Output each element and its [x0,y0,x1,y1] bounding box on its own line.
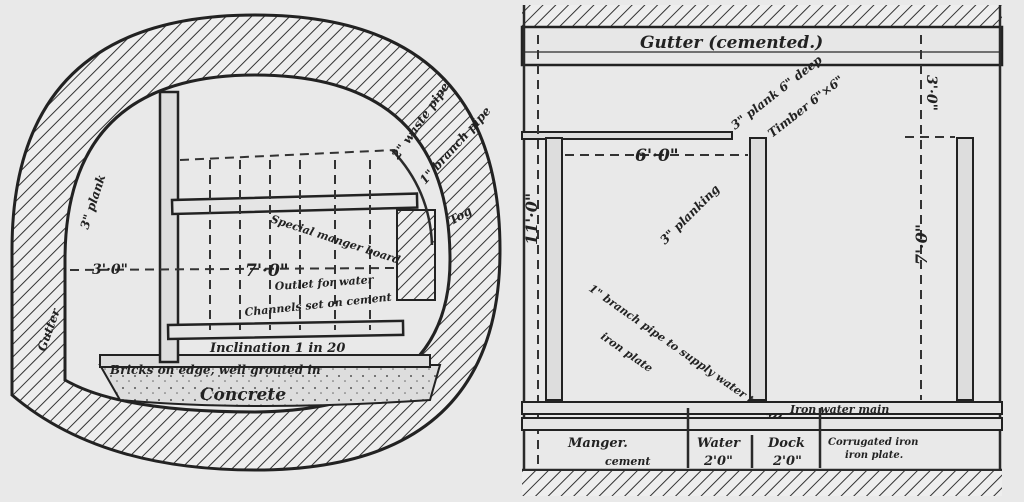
plank-beam [521,131,733,140]
dashed-grid [69,149,396,330]
plank-label: 3" plank [78,173,109,231]
post-right [956,137,974,401]
upper-rail [170,192,419,216]
arch-masonry [10,13,502,472]
bricks-label: Bricks on edge, well grouted in [109,363,321,377]
concrete-label: Concrete [200,385,286,405]
top-wall-hatch [522,5,1002,27]
cross-section: 2" waste pipe 1" branch pipe Tog 3" plan… [10,13,502,472]
left-dim-label: 11'·0" [522,193,541,245]
corrugated-plate-label: iron plate. [845,450,903,461]
plan-view: Gutter (cemented.) 6'·0" 3'·0" 11'·0" 7'… [520,5,1004,496]
water-main [521,401,1003,431]
lower-rail [166,319,405,341]
post-left [545,137,563,401]
post-middle [749,137,767,401]
water-dim-label: 2'0" [703,454,733,469]
top-dim-label: 3'·0" [923,75,939,111]
manger-label: Manger. [567,436,628,451]
partition-post [158,90,180,364]
concrete-floor [98,364,442,407]
cement-label: cement [605,455,650,468]
dock-dim-label: 2'0" [772,454,802,469]
stall-width-label: 6'·0" [635,146,679,166]
branch-pipe [391,149,434,246]
bottom-wall-hatch [522,471,1002,496]
corrugated-label: Corrugated iron [828,437,918,448]
water-label: Water [697,436,741,451]
inclination-label: Inclination 1 in 20 [209,341,345,356]
iron-plate-label: iron plate [598,330,655,375]
gutter-label: Gutter (cemented.) [640,33,823,53]
brick-floor [99,354,431,368]
manger-brickwork [396,209,436,301]
width-dim-label: 3'·0" [92,262,128,278]
right-dim-label: 7'·0" [912,224,931,265]
planking-label: 3" planking [657,182,722,247]
water-main-label: Iron water main [789,403,889,416]
outlet-label: Outlet for water [274,273,375,293]
dock-label: Dock [767,436,805,451]
height-dim-label: 7'·0" [245,261,289,281]
